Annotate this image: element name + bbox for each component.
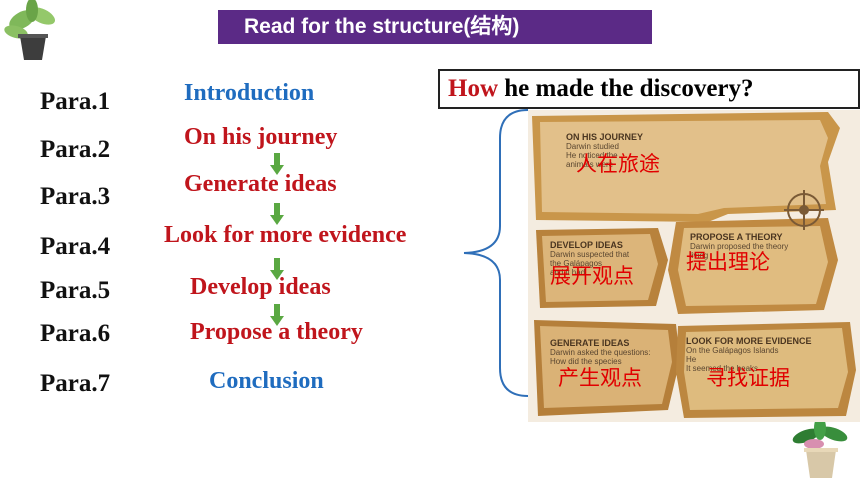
question-rest: he made the discovery? [504,75,754,102]
para-label: Para.7 [40,370,111,397]
map-card-line: Darwin suspected that [550,250,630,259]
section-more-evidence: Look for more evidence [164,222,407,248]
map-card-evidence: LOOK FOR MORE EVIDENCE On the Galápagos … [686,336,812,373]
question-how: How [448,75,498,102]
section-conclusion: Conclusion [209,368,324,394]
section-introduction: Introduction [184,80,315,106]
map-card-line: the Galápagos [550,259,603,268]
map-card-line: Darwin asked the questions: [550,348,651,357]
map-card-line: How did the species [550,357,622,366]
map-card-line: It seemed the beaks [686,364,759,373]
para-label: Para.5 [40,277,111,304]
arrow-down-icon [270,304,284,326]
para-label: Para.3 [40,183,111,210]
map-card-heading: ON HIS JOURNEY [566,132,644,142]
section-generate-ideas: Generate ideas [184,171,337,197]
para-label: Para.6 [40,320,111,347]
map-card-heading: LOOK FOR MORE EVIDENCE [686,336,812,346]
label-theory-cn: 提出理论 [686,250,770,274]
map-card-line: He noticed the [566,151,618,160]
map-card-line: He [686,355,697,364]
map-card-line: and it had [550,268,586,277]
map-card-generate: GENERATE IDEAS Darwin asked the question… [550,338,651,366]
map-card-heading: GENERATE IDEAS [550,338,630,348]
map-card-line: animals were [566,160,614,169]
potted-plant-icon [792,418,848,478]
journey-map: ON HIS JOURNEY Darwin studied He noticed… [528,110,860,422]
map-card-journey: ON HIS JOURNEY Darwin studied He noticed… [566,132,643,169]
map-card-heading: PROPOSE A THEORY [690,232,783,242]
label-evidence-cn: 寻找证据 [706,366,790,390]
para-label: Para.4 [40,233,111,260]
arrow-down-icon [270,153,284,175]
section-develop-ideas: Develop ideas [190,274,331,300]
header-banner: Read for the structure(结构) [218,10,652,44]
label-develop-cn: 展开观点 [550,264,634,288]
map-card-develop: DEVELOP IDEAS Darwin suspected that the … [550,240,629,277]
question-box: How he made the discovery? [438,69,860,109]
section-journey: On his journey [184,124,338,150]
para-label: Para.1 [40,88,111,115]
para-label: Para.2 [40,136,111,163]
map-card-line: Darwin studied [566,142,619,151]
map-card-theory: PROPOSE A THEORY Darwin proposed the the… [690,232,788,260]
label-journey-cn: 人在旅途 [576,152,660,176]
label-generate-cn: 产生观点 [558,366,642,390]
map-card-line: living [690,251,709,260]
map-card-heading: DEVELOP IDEAS [550,240,623,250]
arrow-down-icon [270,258,284,280]
header-title: Read for the structure(结构) [244,15,520,38]
arrow-down-icon [270,203,284,225]
map-card-line: On the Galápagos Islands [686,346,779,355]
map-card-line: Darwin proposed the theory [690,242,789,251]
curly-brace-icon [463,109,529,397]
potted-plant-icon [4,0,56,60]
parchment-background [528,110,860,422]
